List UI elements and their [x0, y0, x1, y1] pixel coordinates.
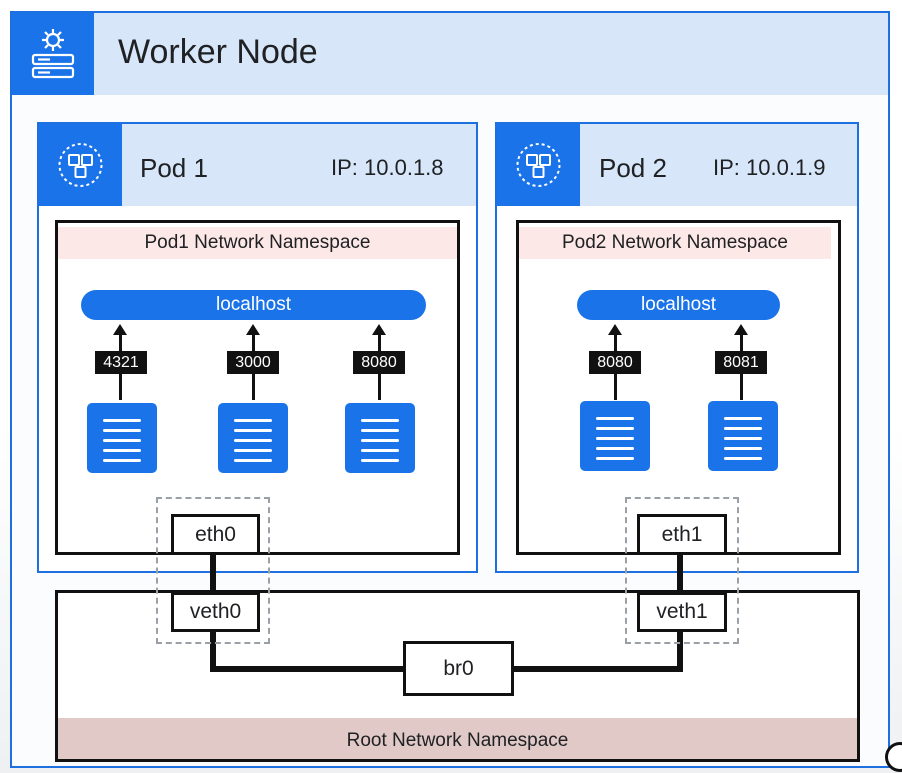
container-icon — [87, 403, 157, 473]
arrow-head — [372, 324, 386, 335]
worker-node-icon-box — [12, 13, 94, 95]
worker-node-header — [12, 13, 888, 95]
container-icon — [580, 401, 650, 471]
pod-2-ip: IP: 10.0.1.9 — [713, 155, 826, 180]
pod-1-icon-box — [39, 124, 122, 206]
port-label: 8080 — [589, 351, 641, 374]
pod-2-name: Pod 2 — [599, 153, 667, 183]
pod-1-ip: IP: 10.0.1.8 — [331, 155, 444, 180]
eth0-veth0-link — [210, 553, 216, 593]
veth1-drop-wire — [677, 629, 683, 671]
server-gear-icon — [31, 29, 75, 79]
veth0-drop-wire — [210, 629, 216, 671]
veth1-interface: veth1 — [637, 592, 727, 632]
pod-1-network-namespace — [55, 220, 460, 555]
container-icon — [708, 401, 778, 471]
eth0-interface: eth0 — [171, 514, 260, 555]
pod-2-icon-box — [497, 124, 580, 206]
pod-icon — [58, 143, 103, 187]
pod-2-localhost: localhost — [577, 290, 780, 320]
container-icon — [345, 403, 415, 473]
port-label: 8081 — [715, 351, 767, 374]
eth1-interface: eth1 — [637, 514, 727, 555]
port-label: 3000 — [227, 351, 279, 374]
pod-1-namespace-label: Pod1 Network Namespace — [58, 227, 457, 259]
port-label: 4321 — [95, 351, 147, 374]
pod-2-namespace-label: Pod2 Network Namespace — [519, 227, 831, 259]
eth1-veth1-link — [677, 553, 683, 593]
veth-pair-2-outline — [625, 497, 739, 644]
br0-bridge: br0 — [403, 641, 514, 696]
arrow-head — [113, 324, 127, 335]
pod-1-localhost: localhost — [81, 290, 426, 320]
worker-node-title: Worker Node — [118, 33, 318, 71]
container-icon — [218, 403, 288, 473]
veth1-br0-wire — [511, 666, 683, 672]
arrow-head — [608, 324, 622, 335]
pod-1-name: Pod 1 — [140, 153, 208, 183]
pod-2-network-namespace — [516, 220, 841, 555]
veth0-interface: veth0 — [171, 592, 260, 632]
pod-icon — [516, 143, 561, 187]
corner-button[interactable] — [885, 742, 902, 772]
veth-pair-1-outline — [156, 497, 270, 644]
arrow-head — [734, 324, 748, 335]
root-namespace-label: Root Network Namespace — [58, 718, 857, 759]
port-label: 8080 — [353, 351, 405, 374]
arrow-head — [246, 324, 260, 335]
veth0-br0-wire — [210, 666, 406, 672]
